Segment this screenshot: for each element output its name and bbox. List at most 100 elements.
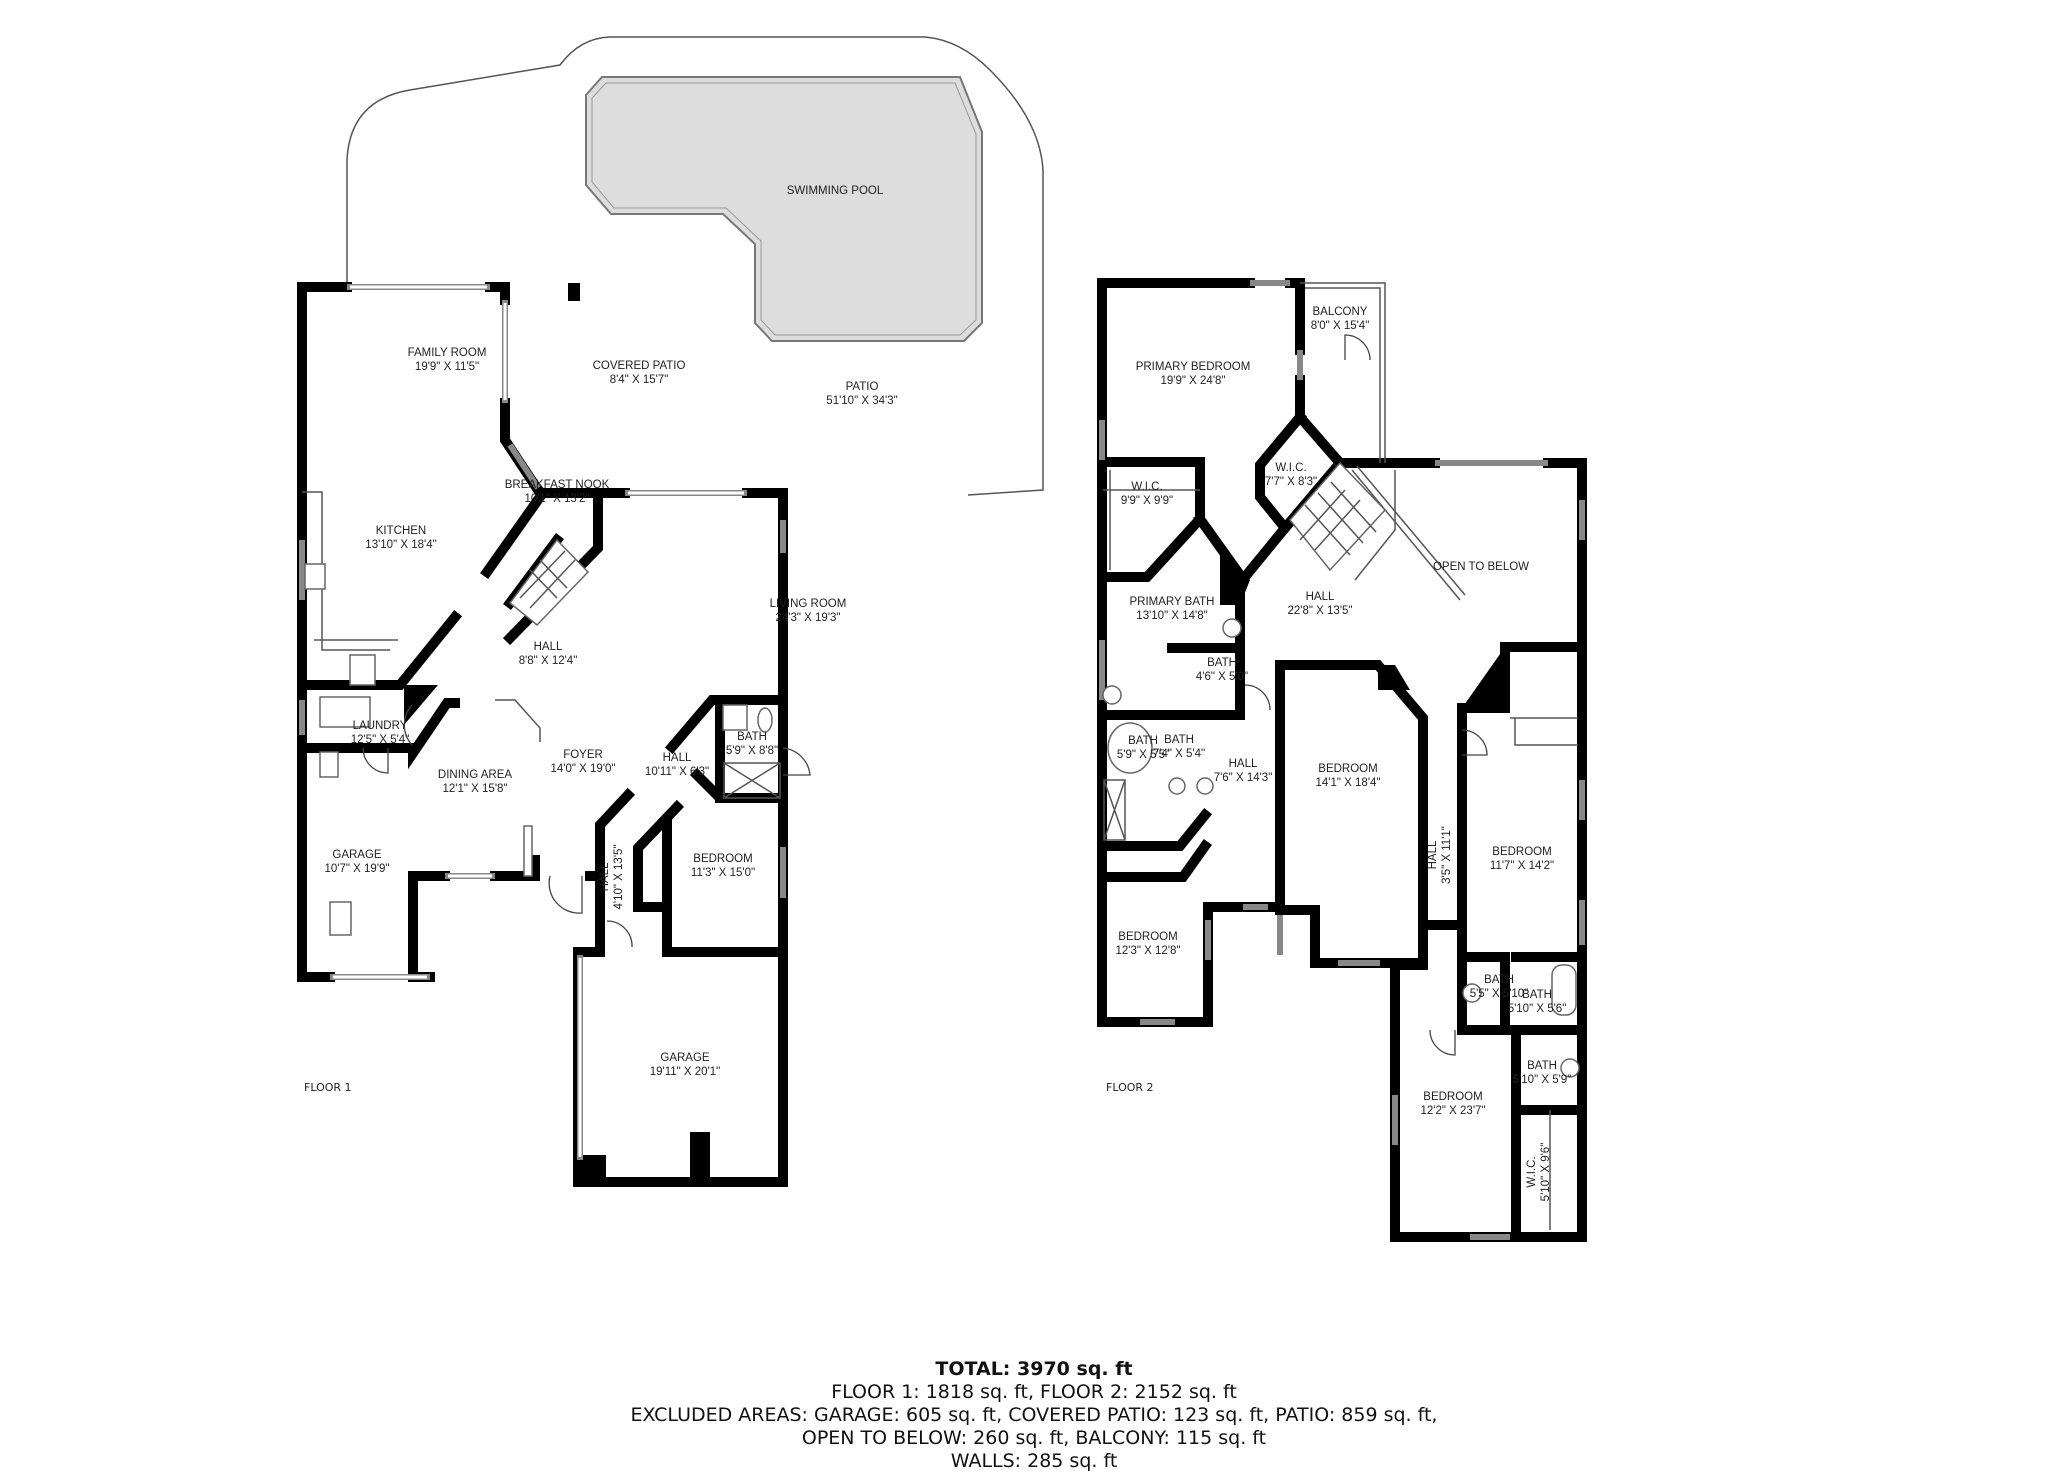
room-name: W.I.C. (1526, 1156, 1538, 1187)
room-label: W.I.C.5'10" x 9'6" (1526, 1143, 1552, 1202)
room-name: KITCHEN (376, 525, 426, 537)
room-name: HALL (534, 641, 563, 653)
room-dimensions: 5'10" x 5'6" (1508, 1003, 1567, 1015)
room-name: BEDROOM (1118, 931, 1177, 943)
floor2-label: FLOOR 2 (1106, 1081, 1154, 1094)
room-name: HALL (599, 862, 611, 891)
room-dimensions: 7'7" x 8'3" (1265, 476, 1317, 488)
floor1-fixtures (302, 491, 811, 948)
room-dimensions: 22'8" x 13'5" (1288, 605, 1353, 617)
excluded-areas-line1: EXCLUDED AREAS: GARAGE: 605 sq. ft, COVE… (630, 1404, 1438, 1426)
room-dimensions: 9'9" x 9'9" (1121, 495, 1173, 507)
room-label: W.I.C. 7'7" x 8'3" (1265, 462, 1317, 488)
room-name: BREAKFAST NOOK (505, 479, 610, 491)
room-name: LIVING ROOM (770, 598, 847, 610)
room-label: BEDROOM 12'2" x 23'7" (1421, 1091, 1486, 1117)
room-label: FAMILY ROOM 19'9" x 11'5" (408, 347, 487, 373)
room-name: W.I.C. (1275, 462, 1306, 474)
room-dimensions: 4'10" x 13'5" (613, 845, 625, 910)
room-dimensions: 19'9" x 11'5" (415, 361, 479, 373)
room-name: LAUNDRY (353, 720, 408, 732)
room-label: BEDROOM 14'1" x 18'4" (1316, 763, 1381, 789)
room-dimensions: 7'6" x 14'3" (1214, 772, 1273, 784)
room-name: BATH (1522, 989, 1552, 1001)
room-dimensions: 8'4" x 15'7" (610, 374, 669, 386)
room-dimensions: 10'11" x 6'3" (645, 766, 709, 778)
floor1-label: FLOOR 1 (304, 1081, 352, 1094)
room-name: BATH (1207, 657, 1237, 669)
room-dimensions: 13'10" x 18'4" (365, 539, 436, 551)
room-label: PRIMARY BATH 13'10" x 14'8" (1130, 596, 1215, 622)
room-label: HALL 7'6" x 14'3" (1214, 758, 1273, 784)
room-dimensions: 24'3" x 19'3" (776, 612, 841, 624)
room-label: BATH 4'6" x 5'0" (1196, 657, 1248, 683)
room-dimensions: 5'9" x 5'5" (1117, 749, 1169, 761)
room-name: PRIMARY BEDROOM (1136, 361, 1251, 373)
room-dimensions: 5'10" x 5'9" (1513, 1074, 1572, 1086)
room-dimensions: 14'0" x 19'0" (551, 763, 616, 775)
room-label: BATH 5'9" x 5'5" (1117, 735, 1169, 761)
room-name: BATH (1484, 974, 1514, 986)
room-label: KITCHEN 13'10" x 18'4" (365, 525, 436, 551)
room-dimensions: 12'3" x 12'8" (1116, 945, 1181, 957)
floor2-fixtures (1102, 282, 1580, 1230)
room-name: COVERED PATIO (593, 360, 686, 372)
room-dimensions: 5'5" x 5'10" (1470, 988, 1529, 1000)
room-name: BEDROOM (1423, 1091, 1482, 1103)
walls-area: WALLS: 285 sq. ft (950, 1450, 1118, 1472)
room-name: HALL (1229, 758, 1258, 770)
room-name-swimming-pool: SWIMMING POOL (787, 185, 884, 197)
room-label: W.I.C. 9'9" x 9'9" (1121, 481, 1173, 507)
room-label: LIVING ROOM 24'3" x 19'3" (770, 598, 847, 624)
room-dimensions: 14'1" x 18'4" (1316, 777, 1381, 789)
room-dimensions: 12'2" x 23'7" (1421, 1105, 1486, 1117)
floor2-windows (1099, 280, 1585, 1240)
room-label: BATH 5'5" x 5'10" (1470, 974, 1529, 1000)
swimming-pool (585, 76, 983, 342)
room-dimensions: 5'9" x 8'8" (726, 745, 778, 757)
room-labels: SWIMMING POOL FLOOR 1 FLOOR 2 FAMILY ROO… (304, 185, 1571, 1201)
room-name: BATH (1527, 1060, 1557, 1072)
room-name: HALL (1306, 591, 1335, 603)
room-label: BATH 5'10" x 5'6" (1508, 989, 1567, 1015)
room-dimensions: 19'9" x 24'8" (1161, 375, 1226, 387)
room-name: BEDROOM (1318, 763, 1377, 775)
room-dimensions: 51'10" x 34'3" (826, 395, 897, 407)
room-name: W.I.C. (1131, 481, 1162, 493)
room-label: COVERED PATIO 8'4" x 15'7" (593, 360, 686, 386)
room-label: OPEN TO BELOW (1433, 561, 1529, 573)
room-label: PRIMARY BEDROOM 19'9" x 24'8" (1136, 361, 1251, 387)
room-dimensions: 8'0" x 15'4" (1311, 320, 1370, 332)
room-dimensions: 13'10" x 14'8" (1136, 610, 1207, 622)
room-label: BATH 5'10" x 5'9" (1513, 1060, 1572, 1086)
floor2-walls (1097, 278, 1587, 1242)
room-name: BATH (1128, 735, 1158, 747)
room-name: PRIMARY BATH (1130, 596, 1215, 608)
floor-areas: FLOOR 1: 1818 sq. ft, FLOOR 2: 2152 sq. … (831, 1381, 1237, 1403)
room-name: OPEN TO BELOW (1433, 561, 1529, 573)
room-name: BEDROOM (693, 853, 752, 865)
room-name: BALCONY (1313, 306, 1368, 318)
room-dimensions: 11'3" x 15'0" (691, 867, 755, 879)
room-name: FAMILY ROOM (408, 347, 487, 359)
room-label: BATH 5'9" x 8'8" (726, 731, 778, 757)
pool-edge (591, 82, 977, 336)
room-dimensions: 4'6" x 5'0" (1196, 671, 1248, 683)
room-dimensions: 3'5" x 11'1" (1441, 826, 1453, 884)
room-name: HALL (1427, 840, 1439, 869)
area-summary: TOTAL: 3970 sq. ft FLOOR 1: 1818 sq. ft,… (0, 1358, 2048, 1473)
room-label: BEDROOM 12'3" x 12'8" (1116, 931, 1181, 957)
floor1-windows (299, 284, 786, 1160)
room-name: FOYER (563, 749, 603, 761)
room-dimensions: 5'10" x 9'6" (1540, 1143, 1552, 1202)
room-name: BATH (737, 731, 767, 743)
floor1-walls (297, 282, 788, 1187)
